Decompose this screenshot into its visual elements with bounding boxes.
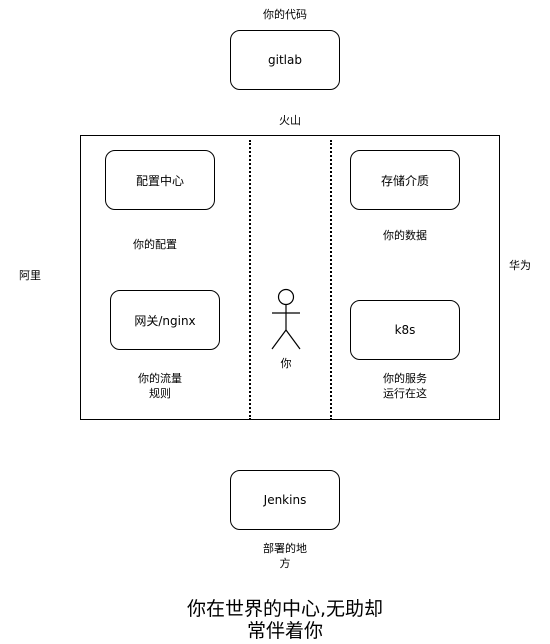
- cloud-container: [80, 135, 500, 420]
- deploy-caption-line2: 方: [279, 557, 291, 570]
- k8s-caption-line1: 你的服务: [383, 372, 427, 385]
- caption-line1: 你在世界的中心,无助却: [186, 598, 384, 620]
- left-side-label: 阿里: [19, 269, 41, 282]
- jenkins-node[interactable]: Jenkins: [230, 470, 340, 530]
- storage-caption: 你的数据: [383, 229, 427, 242]
- container-title: 火山: [279, 114, 301, 127]
- left-divider: [249, 140, 251, 420]
- gateway-node[interactable]: 网关/nginx: [110, 290, 220, 350]
- config-center-node[interactable]: 配置中心: [105, 150, 215, 210]
- gateway-label: 网关/nginx: [134, 313, 196, 328]
- code-label: 你的代码: [263, 8, 307, 21]
- k8s-label: k8s: [394, 323, 416, 337]
- right-side-label: 华为: [509, 259, 531, 272]
- gateway-caption-line2: 规则: [149, 387, 171, 400]
- storage-node[interactable]: 存储介质: [350, 150, 460, 210]
- config-caption: 你的配置: [133, 238, 177, 251]
- config-center-label: 配置中心: [135, 173, 184, 188]
- gitlab-node-label: gitlab: [268, 53, 302, 67]
- jenkins-label: Jenkins: [263, 493, 307, 507]
- caption-line2: 常伴着你: [246, 620, 323, 642]
- person-label: 你: [280, 357, 292, 370]
- deploy-caption-line1: 部署的地: [263, 542, 307, 555]
- storage-label: 存储介质: [380, 173, 429, 188]
- person-icon: [271, 288, 301, 350]
- k8s-node[interactable]: k8s: [350, 300, 460, 360]
- gateway-caption-line1: 你的流量: [138, 372, 182, 385]
- right-divider: [330, 140, 332, 420]
- k8s-caption-line2: 运行在这: [383, 387, 427, 400]
- gitlab-node[interactable]: gitlab: [230, 30, 340, 90]
